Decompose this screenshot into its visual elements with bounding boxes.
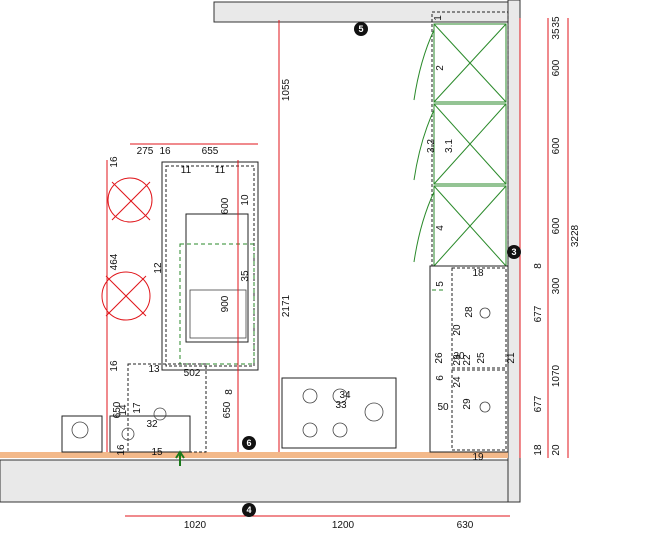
floor-line xyxy=(0,452,508,458)
svg-text:3228: 3228 xyxy=(570,224,581,247)
svg-text:25: 25 xyxy=(476,352,487,364)
svg-text:8: 8 xyxy=(224,389,235,395)
marker-3: 3 xyxy=(507,245,521,259)
svg-text:35: 35 xyxy=(240,270,251,282)
lower-left-cabinets xyxy=(61,363,207,453)
svg-text:35: 35 xyxy=(551,16,562,28)
marker-4: 4 xyxy=(242,503,256,517)
svg-text:30: 30 xyxy=(453,351,465,362)
svg-text:12: 12 xyxy=(153,262,164,274)
svg-text:21: 21 xyxy=(506,352,517,364)
svg-text:1070: 1070 xyxy=(551,364,562,387)
svg-text:22: 22 xyxy=(462,354,473,366)
svg-text:20: 20 xyxy=(551,444,562,456)
svg-text:33: 33 xyxy=(335,400,347,411)
bottom-dim-3: 630 xyxy=(457,520,474,531)
svg-text:1: 1 xyxy=(433,15,444,21)
bar-stools xyxy=(101,177,153,321)
svg-text:5: 5 xyxy=(358,24,363,34)
svg-text:26: 26 xyxy=(434,352,445,364)
plan-dimension-labels: 1055 2171 16 16 464 11 11 12 600 10 35 9… xyxy=(109,78,292,455)
svg-text:14: 14 xyxy=(118,404,129,416)
svg-text:23: 23 xyxy=(452,354,463,366)
svg-text:2171: 2171 xyxy=(281,294,292,317)
bottom-dim-1: 1020 xyxy=(184,520,207,531)
svg-text:11: 11 xyxy=(181,165,192,176)
marker-6: 6 xyxy=(242,436,256,450)
svg-text:677: 677 xyxy=(533,395,544,412)
svg-text:8: 8 xyxy=(533,263,544,269)
top-dim-2: 16 xyxy=(159,146,171,157)
bottom-dim-2: 1200 xyxy=(332,520,355,531)
center-dimension-lines xyxy=(106,18,569,517)
svg-text:16: 16 xyxy=(109,360,120,372)
top-wall xyxy=(213,1,511,23)
svg-text:3.1: 3.1 xyxy=(444,139,455,153)
svg-text:900: 900 xyxy=(220,295,231,312)
svg-text:20: 20 xyxy=(452,324,463,336)
svg-text:650: 650 xyxy=(222,401,233,418)
svg-text:4: 4 xyxy=(246,505,251,515)
tall-cabinet-column xyxy=(413,11,509,267)
svg-text:24: 24 xyxy=(452,376,463,388)
right-dimension-labels: 35 35 600 600 600 3228 8 300 677 1070 67… xyxy=(533,16,581,456)
svg-text:600: 600 xyxy=(220,197,231,214)
svg-text:5: 5 xyxy=(435,281,446,287)
svg-text:3: 3 xyxy=(511,247,516,257)
svg-text:502: 502 xyxy=(184,368,201,379)
svg-text:2: 2 xyxy=(435,65,446,71)
svg-text:28: 28 xyxy=(464,306,475,318)
svg-text:35: 35 xyxy=(551,28,562,40)
marker-5: 5 xyxy=(354,22,368,36)
svg-text:50: 50 xyxy=(437,402,449,413)
svg-text:16: 16 xyxy=(109,156,120,168)
top-dim-1: 275 xyxy=(137,146,154,157)
svg-text:1055: 1055 xyxy=(281,78,292,101)
svg-text:3.2: 3.2 xyxy=(426,139,437,153)
svg-text:13: 13 xyxy=(148,364,160,375)
svg-text:18: 18 xyxy=(472,268,484,279)
lower-right-cabinets xyxy=(429,265,509,453)
svg-text:32: 32 xyxy=(146,419,158,430)
island xyxy=(161,161,259,371)
svg-text:34: 34 xyxy=(339,390,351,401)
top-dim-3: 655 xyxy=(202,146,219,157)
svg-text:300: 300 xyxy=(551,277,562,294)
bottom-wall xyxy=(0,459,509,503)
svg-text:600: 600 xyxy=(551,217,562,234)
svg-text:6: 6 xyxy=(435,375,446,381)
svg-text:16: 16 xyxy=(116,444,127,456)
cooktop xyxy=(281,377,397,449)
svg-text:600: 600 xyxy=(551,59,562,76)
svg-text:650: 650 xyxy=(112,401,123,418)
unit-numbers: 1 2 3.2 3.1 4 5 6 13 502 17 14 32 15 19 … xyxy=(118,15,517,463)
svg-text:6: 6 xyxy=(246,438,251,448)
svg-text:4: 4 xyxy=(435,225,446,231)
green-arrow-icon xyxy=(175,450,185,466)
svg-text:464: 464 xyxy=(109,253,120,270)
svg-text:18: 18 xyxy=(533,444,544,456)
svg-text:17: 17 xyxy=(132,402,143,414)
svg-text:600: 600 xyxy=(551,137,562,154)
svg-text:15: 15 xyxy=(151,447,163,458)
svg-text:29: 29 xyxy=(462,398,473,410)
svg-text:10: 10 xyxy=(240,194,251,206)
svg-text:19: 19 xyxy=(472,452,484,463)
svg-text:11: 11 xyxy=(215,165,226,176)
svg-text:677: 677 xyxy=(533,305,544,322)
